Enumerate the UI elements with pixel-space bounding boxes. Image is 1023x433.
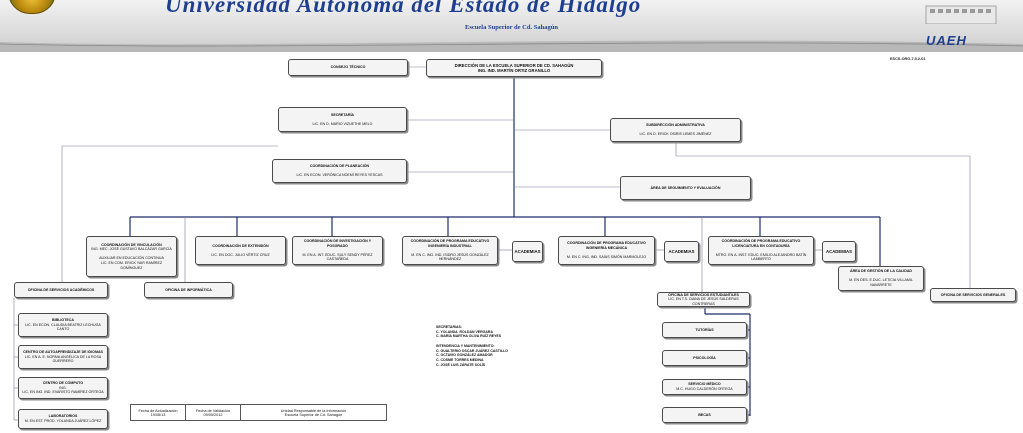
- servicios-estudiantiles-box: OFICINA DE SERVICIOS ESTUDIANTILES LIC. …: [657, 292, 750, 307]
- idiomas-box: CENTRO DE AUTOAPRENDIZAJE DE IDIOMAS LIC…: [18, 345, 108, 369]
- servicio-medico-box: SERVICIO MÉDICO M.C. HUGO CALDERÓN ORTEG…: [662, 379, 747, 395]
- footer-table: Fecha de Actualización 19/08/13 Fecha de…: [130, 404, 387, 421]
- extension-box: COORDINACIÓN DE EXTENSIÓN LIC. EN DOC. J…: [195, 236, 286, 265]
- unidad-responsable-cell: Unidad Responsable de la Información Esc…: [240, 404, 387, 421]
- university-title: Universidad Autónoma del Estado de Hidal…: [165, 0, 642, 17]
- laboratorios-box: LABORATORIOS M. EN EST. PROD. YOLANDA JU…: [18, 409, 108, 429]
- gestion-calidad-box: ÁREA DE GESTIÓN DE LA CALIDAD M. EN DES.…: [838, 266, 924, 291]
- ing-industrial-box: COORDINACIÓN DE PROGRAMA EDUCATIVO INGEN…: [402, 236, 498, 265]
- academias-mecanica-box: ACADEMIAS: [664, 241, 699, 262]
- header-banner: Universidad Autónoma del Estado de Hidal…: [0, 0, 1023, 52]
- vinculacion-box: COORDINACIÓN DE VINCULACIÓN ING. MEC. JO…: [86, 236, 177, 277]
- seguimiento-box: ÁREA DE SEGUIMIENTO Y EVALUACIÓN: [620, 176, 751, 200]
- direccion-box: DIRECCIÓN DE LA ESCUELA SUPERIOR DE CD. …: [426, 59, 602, 77]
- document-code: ESCS-ORG-7.5.2-01: [890, 57, 926, 61]
- academias-contaduria-box: ACADEMIAS: [822, 241, 856, 262]
- staff-notes: SECRETARIAS: C. YOLANDA ROLDÁN VERGARA C…: [436, 325, 508, 367]
- header-wave: [0, 40, 1023, 52]
- psicologia-box: PSICOLOGÍA: [662, 350, 747, 366]
- servicios-generales-box: OFICINA DE SERVICIOS GENERALES: [930, 288, 1016, 302]
- school-subtitle: Escuela Superior de Cd. Sahagún: [465, 24, 558, 31]
- planeacion-box: COORDINACIÓN DE PLANEACIÓN LIC. EN ECON.…: [272, 159, 407, 183]
- contaduria-box: COORDINACIÓN DE PROGRAMA EDUCATIVO LICEN…: [708, 236, 814, 265]
- uaeh-logo-text: UAEH: [926, 33, 967, 48]
- secretaria-box: SECRETARÍA LIC. EN D. MARIO VIZUETHE MEL…: [278, 107, 407, 132]
- computo-box: CENTRO DE CÓMPUTO ING. LIC. EN ING. IND.…: [18, 377, 108, 399]
- consejo-tecnico-box: CONSEJO TÉCNICO: [288, 59, 408, 76]
- academias-industrial-box: ACADEMIAS: [512, 241, 543, 262]
- building-icon: [925, 5, 997, 24]
- subdireccion-box: SUBDIRECCIÓN ADMINISTRATIVA LIC. EN D. E…: [610, 118, 741, 142]
- servicios-academicos-box: OFICINA DE SERVICIOS ACADÉMICOS: [14, 282, 108, 298]
- becas-box: BECAS: [662, 407, 747, 423]
- fecha-actualizacion-cell: Fecha de Actualización 19/08/13: [130, 404, 186, 421]
- informatica-box: OFICINA DE INFORMÁTICA: [144, 282, 233, 298]
- fecha-validacion-cell: Fecha de Validación 09/05/2012: [185, 404, 241, 421]
- ing-mecanica-box: COORDINACIÓN DE PROGRAMA EDUCATIVO INGEN…: [558, 236, 655, 265]
- tutorias-box: TUTORÍAS: [662, 322, 747, 338]
- biblioteca-box: BIBLIOTECA LIC. EN ECON. CLAUDIA BEATRIZ…: [18, 313, 108, 337]
- investigacion-box: COORDINACIÓN DE INVESTIGACIÓN Y POSGRADO…: [292, 236, 383, 265]
